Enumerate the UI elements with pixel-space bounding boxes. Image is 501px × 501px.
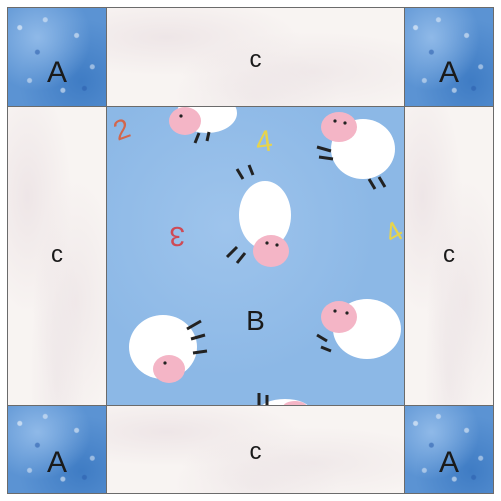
side-patch-right: C xyxy=(404,106,494,406)
corner-patch-bottom-left: A xyxy=(7,405,107,494)
patch-label-a: A xyxy=(8,446,106,480)
sheep-top-right xyxy=(317,112,395,189)
print-glyph-4-right: 4 xyxy=(379,215,405,250)
patch-label-a: A xyxy=(405,56,493,90)
patch-label-c: C xyxy=(405,241,493,269)
sheep-print-illustration: 2 4 3 4 xyxy=(107,107,405,406)
print-glyph-3: 3 xyxy=(169,221,185,252)
patch-label-a: A xyxy=(8,56,106,90)
patch-label-c: C xyxy=(107,46,404,74)
corner-patch-bottom-right: A xyxy=(404,405,494,494)
patch-label-c: C xyxy=(8,241,106,269)
patch-label-c: C xyxy=(107,438,404,466)
patch-label-a: A xyxy=(405,446,493,480)
sheep-center xyxy=(227,165,291,267)
corner-patch-top-left: A xyxy=(7,7,107,107)
patch-label-b: B xyxy=(107,305,404,337)
sheep-bottom-partial xyxy=(259,393,311,406)
center-patch: 2 4 3 4 B xyxy=(106,106,405,406)
side-patch-bottom: C xyxy=(106,405,405,494)
sheep-top-left xyxy=(169,107,237,143)
corner-patch-top-right: A xyxy=(404,7,494,107)
side-patch-top: C xyxy=(106,7,405,107)
print-glyph-2: 2 xyxy=(109,112,134,146)
print-glyph-4-top: 4 xyxy=(253,124,274,159)
side-patch-left: C xyxy=(7,106,107,406)
